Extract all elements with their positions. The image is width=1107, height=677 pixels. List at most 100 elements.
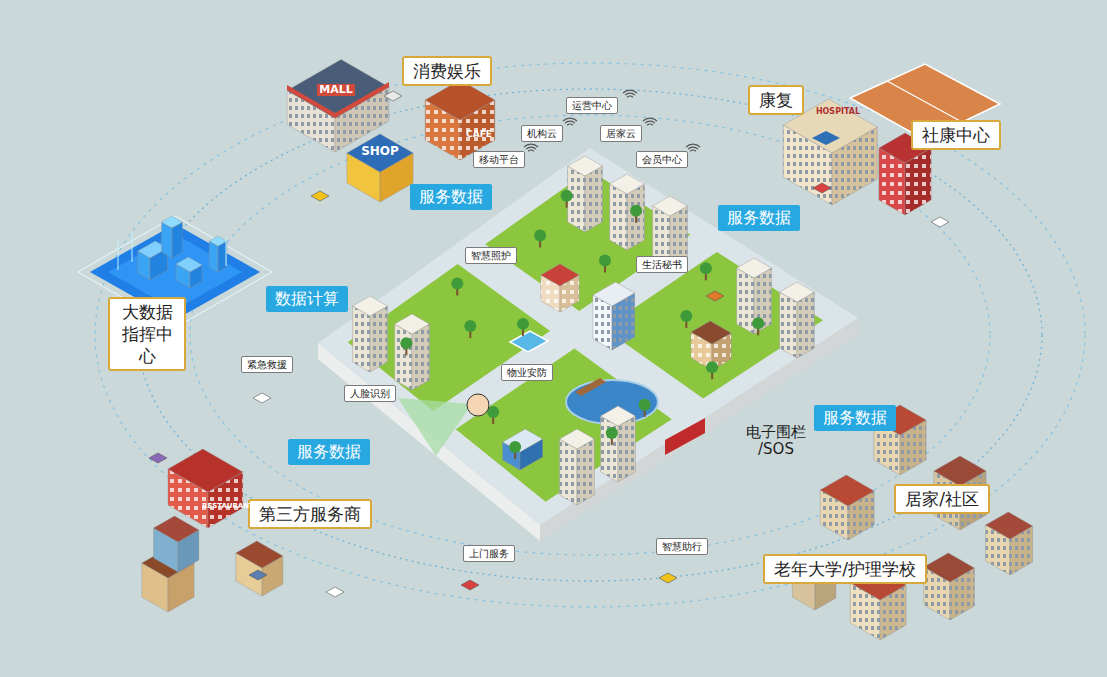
vehicle [706, 291, 724, 301]
fence-gate [665, 418, 705, 455]
server-block [176, 257, 202, 272]
wifi-arc [690, 150, 696, 151]
mall-stripe [287, 82, 389, 118]
camera-cone [398, 398, 472, 456]
vehicle [384, 91, 402, 101]
orbit-ring [95, 63, 1085, 607]
node-text: 物业安防 [507, 366, 547, 379]
server-block [218, 241, 227, 272]
tree [630, 205, 642, 217]
apartment-building [353, 306, 370, 372]
wifi-symbol [563, 118, 577, 125]
service-tag: 移动平台 [473, 151, 525, 168]
wifi-arc [526, 147, 536, 149]
sign-text: MALL [317, 84, 354, 97]
node-text: 运营中心 [572, 99, 612, 112]
house [934, 456, 986, 486]
wifi-arc [686, 144, 700, 147]
node-text: 服务数据 [727, 208, 791, 229]
apartment-building-windows [577, 439, 594, 505]
tree [400, 337, 412, 349]
tree [599, 254, 611, 266]
tree [700, 262, 712, 274]
sign-text: SHOP [359, 145, 401, 159]
orbit-ring [190, 115, 990, 555]
apartment-building-windows [560, 439, 577, 505]
wifi-arc [688, 147, 698, 149]
service-tag: 人脸识别 [344, 385, 396, 402]
apartment-building [797, 292, 814, 358]
node-text: 会员中心 [642, 153, 682, 166]
wifi-arc [643, 118, 657, 121]
feature-note: 电子围栏 /SOS [740, 424, 813, 459]
apartment-building [618, 416, 635, 482]
apartment-building-windows [601, 416, 618, 482]
node-text: 数据计算 [275, 289, 339, 310]
tree [680, 310, 692, 322]
node-text: 老年大学/护理学校 [774, 558, 916, 580]
node-text: 生活秘书 [642, 258, 682, 271]
node-text: 康复 [759, 89, 793, 111]
court-line [887, 81, 962, 122]
node-text: 服务数据 [297, 442, 361, 463]
service-tag: 会员中心 [636, 151, 688, 168]
tree [517, 318, 529, 330]
wifi-arc [623, 90, 637, 93]
service-tag: 智慧助行 [656, 538, 708, 555]
apartment-building [370, 306, 387, 372]
house [154, 516, 199, 542]
wifi-arc [647, 124, 653, 125]
location-box: 第三方服务商 [248, 499, 372, 529]
data-flow-tag: 数据计算 [266, 286, 348, 313]
service-tag: 紧急救援 [241, 356, 293, 373]
service-tag: 居家云 [600, 125, 642, 142]
apartment-building [737, 268, 754, 334]
tree [606, 427, 618, 439]
wifi-arc [524, 144, 538, 147]
data-flow-tag: 服务数据 [410, 184, 492, 211]
tree [534, 230, 546, 242]
vehicle [249, 570, 267, 580]
apartment-building [601, 406, 636, 426]
bridge [575, 378, 606, 396]
location-box: 大数据 指挥中心 [108, 297, 186, 371]
pool [510, 331, 548, 352]
node-text: 机构云 [527, 127, 557, 140]
apartment-building [560, 439, 577, 505]
house [986, 512, 1033, 539]
vehicle [931, 217, 949, 227]
apartment-building [412, 324, 429, 390]
wifi-arc [627, 96, 633, 97]
apartment-building [395, 324, 412, 390]
service-tag: 运营中心 [566, 97, 618, 114]
wifi-symbol [686, 144, 700, 151]
face-icon [467, 394, 489, 416]
service-tag: 智慧照护 [465, 247, 517, 264]
wifi-arc [645, 121, 655, 123]
node-text: 第三方服务商 [259, 503, 361, 525]
vehicle [253, 393, 271, 403]
apartment-building-windows [370, 306, 387, 372]
shop-building [347, 134, 413, 172]
apartment-building-windows [627, 184, 644, 250]
apartment-building-windows [412, 324, 429, 390]
wifi-symbol [623, 90, 637, 97]
apartment-building-windows [585, 166, 602, 232]
apartment-building [780, 282, 815, 302]
data-flow-tag: 服务数据 [718, 205, 800, 232]
server-block [209, 241, 218, 272]
location-box: 社康中心 [911, 120, 1001, 150]
apartment-building [353, 296, 388, 316]
location-box: 消费娱乐 [402, 56, 492, 86]
vehicle [149, 453, 167, 463]
apartment-building [585, 166, 602, 232]
orbit-ring [138, 89, 1042, 581]
server-block [162, 222, 172, 258]
apartment-building [653, 196, 688, 216]
lawn [604, 252, 823, 399]
apartment-building [610, 184, 627, 250]
house [820, 475, 874, 506]
sign-text: RESTAURANT [200, 502, 256, 510]
location-box: 老年大学/护理学校 [763, 554, 927, 584]
wifi-arc [528, 150, 534, 151]
